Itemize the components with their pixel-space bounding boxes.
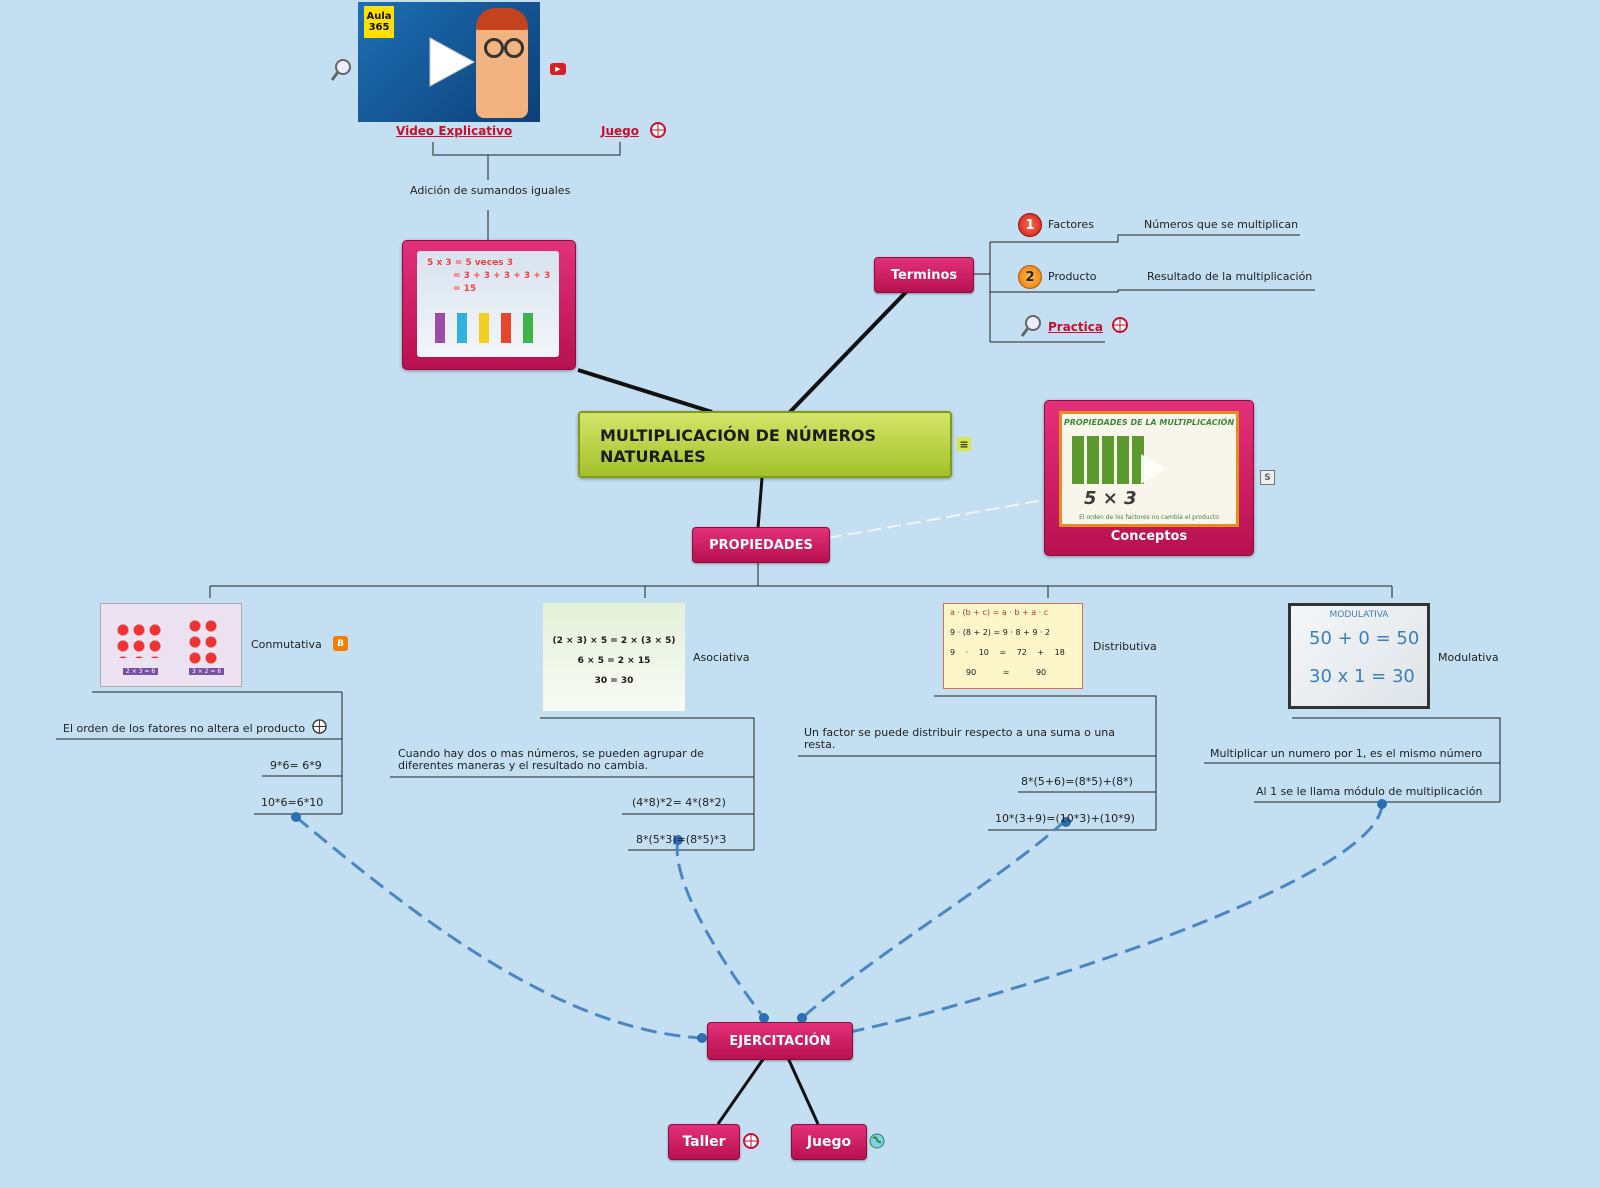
globe-icon[interactable]	[312, 719, 327, 734]
conmutativa-image: 2 × 3 = 6 3 × 2 = 6	[100, 603, 242, 687]
block-icon	[457, 313, 467, 343]
distributiva-label: Distributiva	[1093, 640, 1157, 653]
number-1-icon: 1	[1018, 213, 1042, 237]
conmutativa-label: Conmutativa	[251, 638, 322, 651]
terminos-node[interactable]: Terminos	[874, 257, 974, 293]
play-icon[interactable]	[424, 34, 478, 90]
globe-icon[interactable]	[1112, 317, 1128, 333]
distributiva-image: a · (b + c) = a · b + a · c 9 · (8 + 2) …	[943, 603, 1083, 689]
asociativa-example-2: 8*(5*3)=(8*5)*3	[636, 833, 727, 846]
taller-node[interactable]: Taller	[668, 1124, 740, 1160]
play-icon[interactable]	[1138, 452, 1168, 486]
juego-top-link[interactable]: Juego	[601, 124, 639, 138]
asociativa-image: (2 × 3) × 5 = 2 × (3 × 5) 6 × 5 = 2 × 15…	[543, 603, 685, 711]
magnifier-icon[interactable]	[330, 58, 352, 82]
conceptos-image: PROPIEDADES DE LA MULTIPLICACIÓN 5 × 3 E…	[1059, 411, 1239, 527]
distributiva-example-2: 10*(3+9)=(10*3)+(10*9)	[995, 812, 1135, 825]
sumandos-label: Adición de sumandos iguales	[410, 184, 571, 197]
central-topic[interactable]: MULTIPLICACIÓN DE NÚMEROS NATURALES	[578, 411, 952, 478]
globe-icon[interactable]	[650, 122, 666, 138]
modulativa-desc: Multiplicar un numero por 1, es el mismo…	[1210, 747, 1483, 760]
aula365-logo: Aula 365	[364, 6, 394, 38]
magnifier-icon[interactable]	[1020, 314, 1042, 338]
globe-icon[interactable]	[743, 1133, 759, 1149]
producto-desc: Resultado de la multiplicación	[1147, 270, 1313, 283]
propiedades-node[interactable]: PROPIEDADES	[692, 527, 830, 563]
number-2-icon: 2	[1018, 265, 1042, 289]
distributiva-example-1: 8*(5+6)=(8*5)+(8*)	[1021, 775, 1133, 788]
cartoon-boy-icon	[476, 8, 528, 118]
juego-node[interactable]: Juego	[791, 1124, 867, 1160]
earth-icon[interactable]	[869, 1133, 885, 1149]
factores-desc: Números que se multiplican	[1144, 218, 1299, 231]
block-icon	[479, 313, 489, 343]
modulativa-label: Modulativa	[1438, 651, 1499, 664]
factores-label: Factores	[1048, 218, 1094, 231]
clover-grid-icon	[1072, 436, 1144, 484]
producto-label: Producto	[1048, 270, 1097, 283]
modulativa-image: MODULATIVA 50 + 0 = 50 30 x 1 = 30	[1288, 603, 1430, 709]
scribd-icon[interactable]: S	[1260, 470, 1275, 485]
example-image: 5 x 3 = 5 veces 3 = 3 + 3 + 3 + 3 + 3 = …	[417, 251, 559, 357]
asociativa-label: Asociativa	[693, 651, 750, 664]
asociativa-example-1: (4*8)*2= 4*(8*2)	[632, 796, 726, 809]
block-icon	[501, 313, 511, 343]
asociativa-desc: Cuando hay dos o mas números, se pueden …	[398, 747, 704, 772]
conmutativa-example-2: 10*6=6*10	[261, 796, 324, 809]
practica-link[interactable]: Practica	[1048, 320, 1103, 334]
notes-icon[interactable]: ≡	[957, 437, 971, 451]
youtube-icon[interactable]: ▶	[550, 63, 566, 75]
conmutativa-desc: El orden de los fatores no altera el pro…	[63, 722, 306, 735]
conmutativa-example-1: 9*6= 6*9	[270, 759, 322, 772]
block-icon	[523, 313, 533, 343]
modulativa-example-1: Al 1 se le llama módulo de multiplicació…	[1256, 785, 1483, 798]
ejercitacion-node[interactable]: EJERCITACIÓN	[707, 1022, 853, 1060]
example-image-node[interactable]: 5 x 3 = 5 veces 3 = 3 + 3 + 3 + 3 + 3 = …	[402, 240, 576, 370]
video-explicativo-link[interactable]: Video Explicativo	[396, 124, 513, 138]
blogger-icon[interactable]: B	[333, 636, 348, 651]
video-thumbnail[interactable]: Aula 365	[358, 2, 540, 122]
block-icon	[435, 313, 445, 343]
distributiva-desc: Un factor se puede distribuir respecto a…	[804, 726, 1115, 751]
conceptos-node[interactable]: PROPIEDADES DE LA MULTIPLICACIÓN 5 × 3 E…	[1044, 400, 1254, 556]
